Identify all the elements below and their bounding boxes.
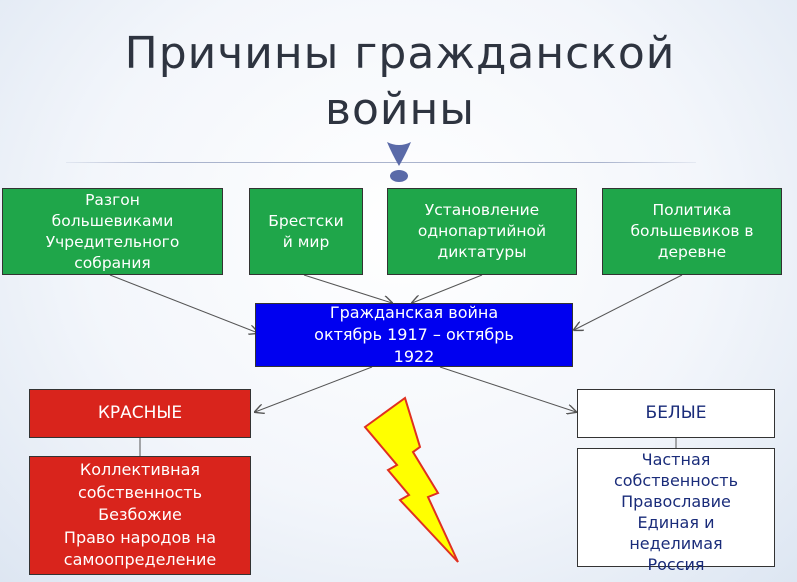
civil-war-line-3: 1922 — [393, 347, 435, 366]
whites-label: БЕЛЫЕ — [645, 403, 707, 423]
page-title: Причины гражданской войны — [40, 26, 760, 138]
civil-war-line-1: Гражданская война — [329, 303, 499, 322]
reds-item-5: самоопределение — [63, 550, 217, 569]
ornament-icon — [387, 142, 411, 182]
arrow-cause-4 — [574, 274, 683, 330]
cause-box-2: Брестски й мир — [249, 188, 363, 275]
title-line-2: войны — [325, 84, 475, 135]
reds-label: КРАСНЫЕ — [97, 403, 183, 423]
arrow-cause-1 — [109, 274, 258, 333]
whites-item-5: неделимая — [629, 534, 723, 553]
whites-item-2: собственность — [613, 471, 739, 490]
whites-item-4: Единая и — [637, 513, 715, 532]
whites-item-1: Частная — [641, 450, 711, 469]
whites-item-3: Православие — [621, 492, 731, 511]
cause-1-line-4: собрания — [74, 253, 151, 272]
cause-4-line-1: Политика — [652, 201, 732, 219]
title-divider — [66, 162, 696, 163]
reds-item-1: Коллективная — [79, 460, 201, 479]
lightning-bolt — [363, 396, 459, 563]
whites-list-box: Частная собственность Православие Единая… — [577, 448, 775, 574]
reds-item-2: собственность — [77, 482, 203, 502]
arrow-to-whites — [439, 366, 576, 412]
whites-item-6: Россия — [647, 555, 705, 574]
cause-3-line-3: диктатуры — [437, 243, 527, 261]
cause-4-line-2: большевиков в — [630, 222, 754, 240]
cause-1-line-1: Разгон — [85, 190, 140, 209]
reds-item-3: Безбожие — [98, 505, 182, 524]
reds-item-4: Право народов на — [63, 527, 217, 547]
cause-2-line-1: Брестски — [268, 211, 344, 230]
title-line-1: Причины гражданской — [124, 28, 676, 79]
cause-box-1: Разгон большевиками Учредительного собра… — [2, 188, 223, 275]
arrow-to-reds — [255, 366, 373, 412]
cause-4-line-3: деревне — [657, 243, 727, 261]
cause-2-line-2: й мир — [282, 232, 330, 251]
reds-list-box: Коллективная собственность Безбожие Прав… — [29, 456, 251, 575]
whites-label-box: БЕЛЫЕ — [577, 389, 775, 438]
civil-war-line-2: октябрь 1917 – октябрь — [314, 325, 514, 344]
cause-1-line-2: большевиками — [51, 211, 174, 230]
cause-3-line-1: Установление — [424, 201, 540, 219]
civil-war-box: Гражданская война октябрь 1917 – октябрь… — [255, 303, 573, 367]
cause-3-line-2: однопартийной — [417, 222, 547, 240]
arrow-cause-2 — [303, 274, 392, 303]
cause-1-line-3: Учредительного — [45, 232, 180, 251]
arrow-cause-3 — [412, 274, 483, 303]
cause-box-3: Установление однопартийной диктатуры — [387, 188, 577, 275]
reds-label-box: КРАСНЫЕ — [29, 389, 251, 438]
cause-box-4: Политика большевиков в деревне — [602, 188, 782, 275]
